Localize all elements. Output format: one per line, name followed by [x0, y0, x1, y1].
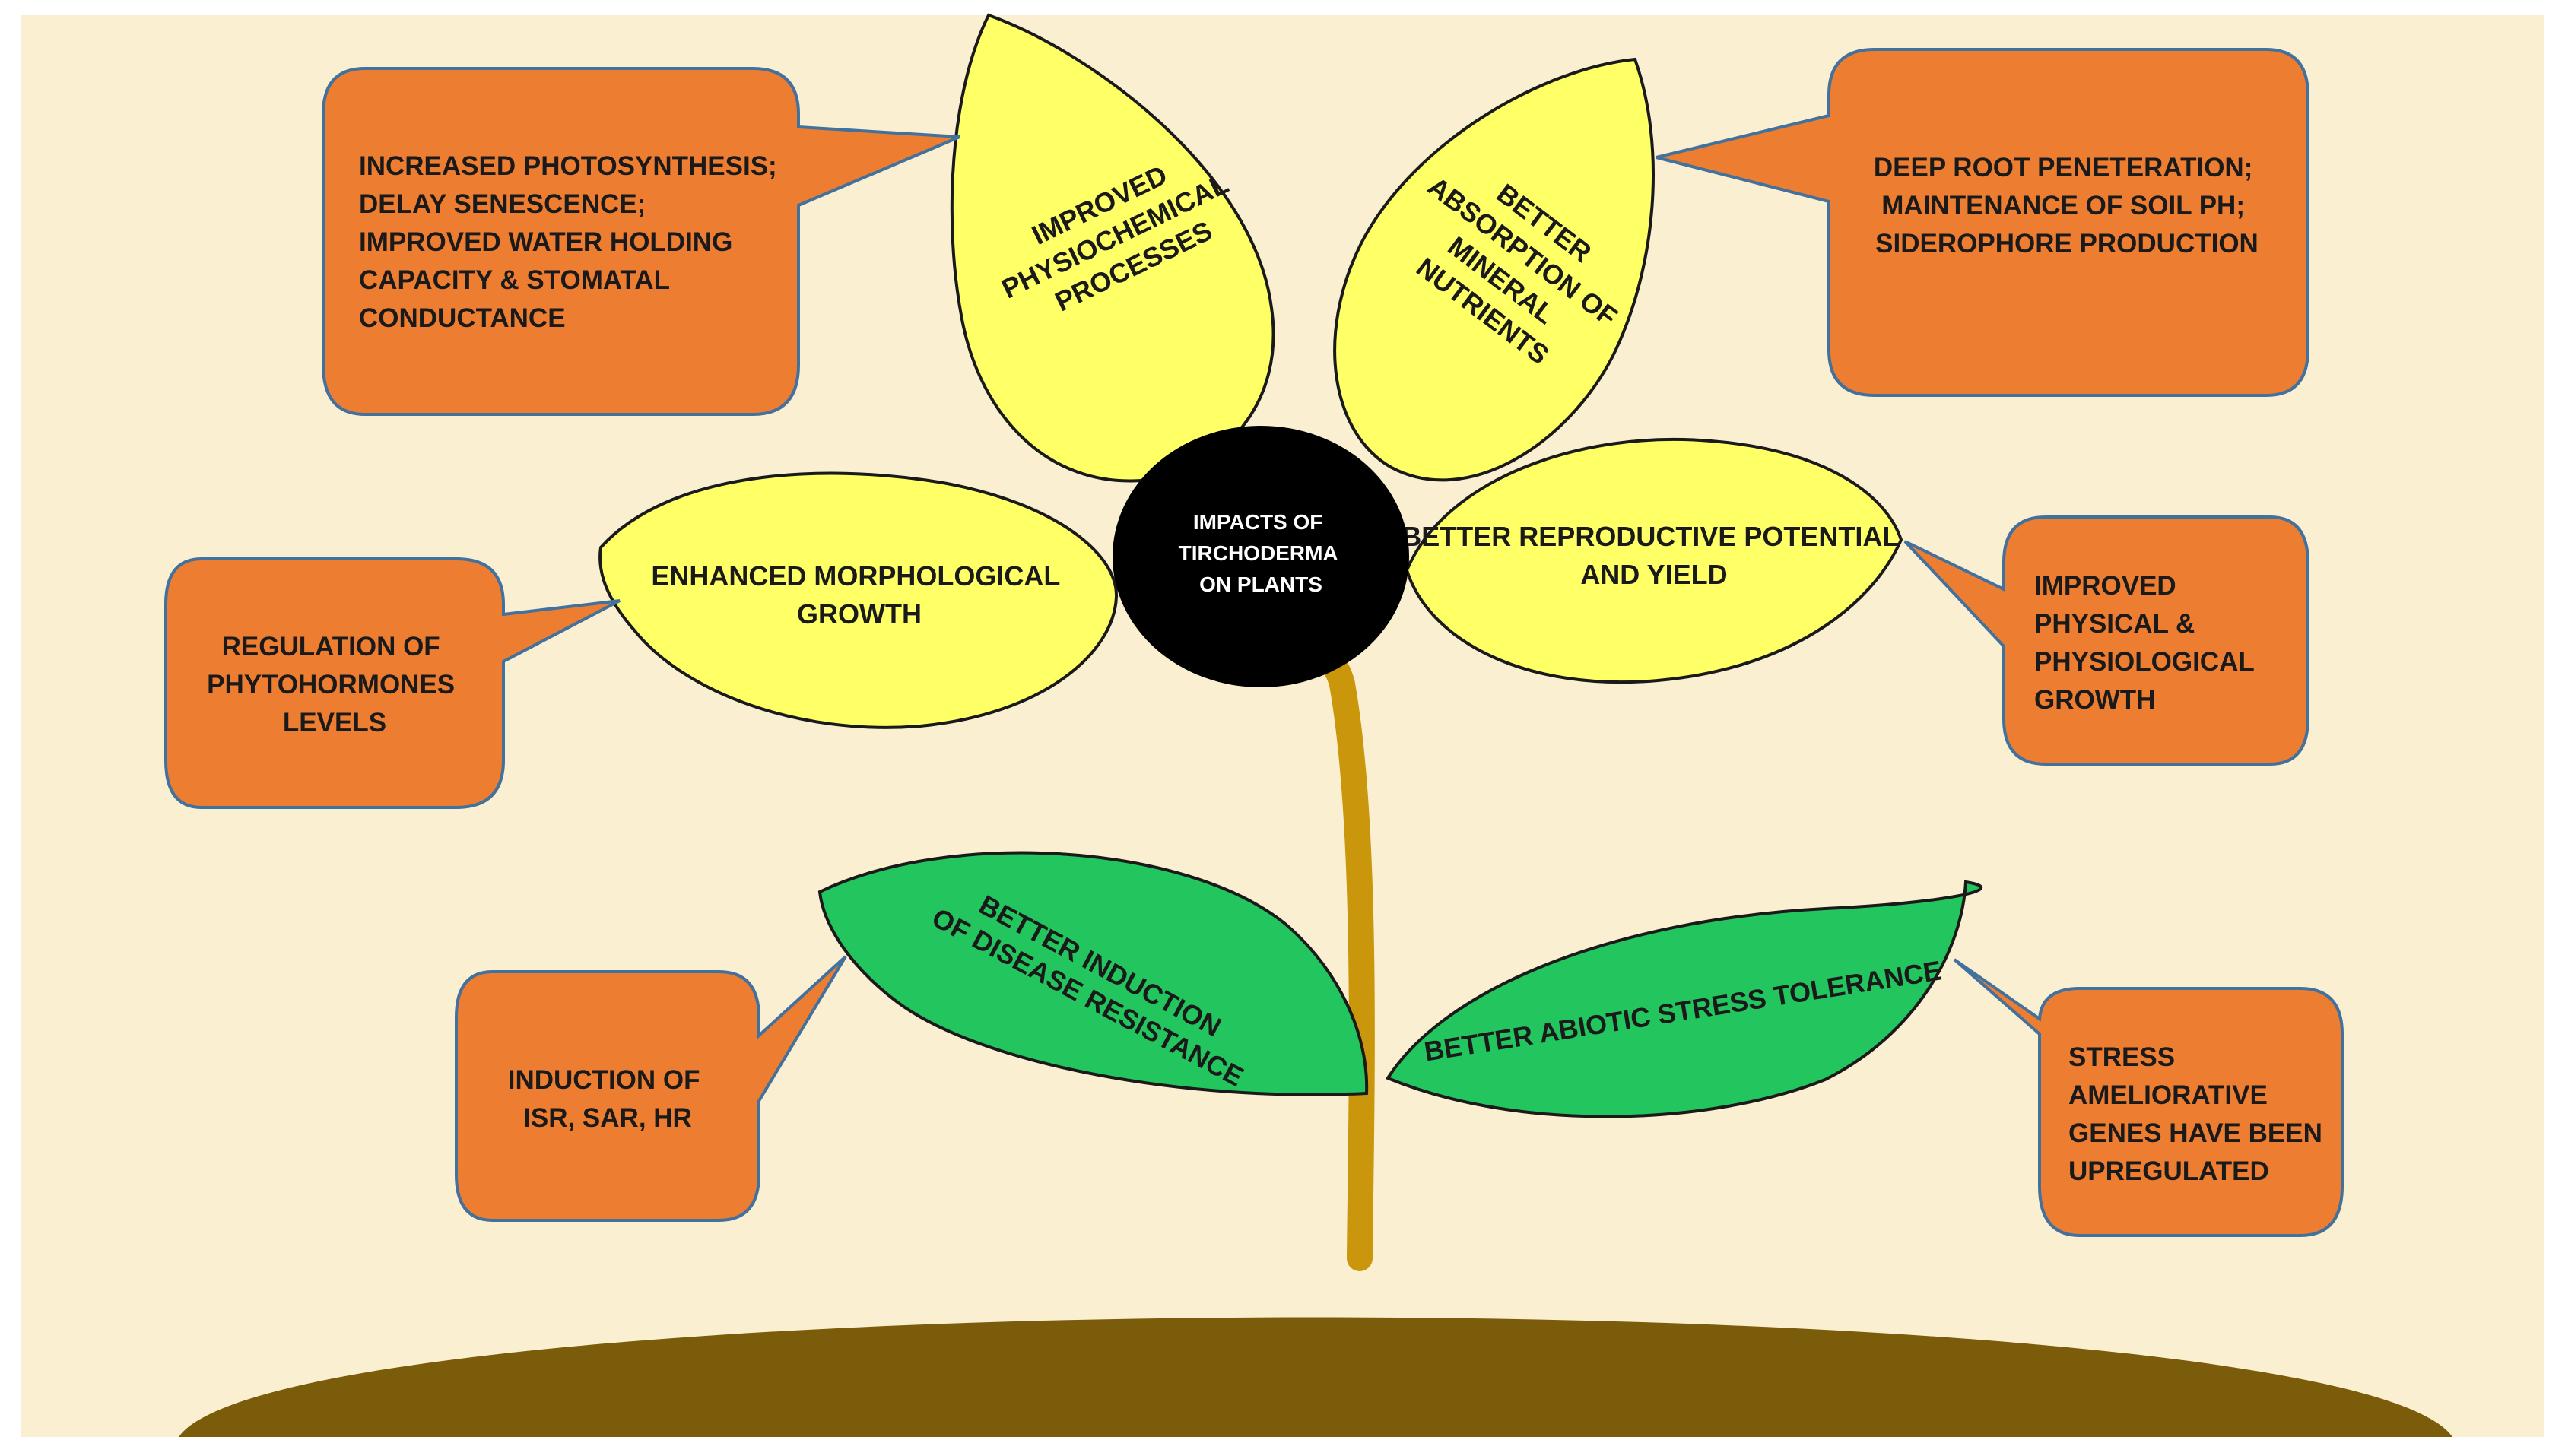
callout-isr-line-2: ISR, SAR, HR [523, 1103, 692, 1133]
callout-phytohormones-text: REGULATION OF PHYTOHORMONES LEVELS [207, 632, 462, 738]
callout-photosynthesis-line-4: CAPACITY & STOMATAL [359, 265, 670, 295]
callout-root: DEEP ROOT PENETERATION; MAINTENANCE OF S… [1656, 48, 2309, 397]
callout-root-text: DEEP ROOT PENETERATION; MAINTENANCE OF S… [1874, 153, 2260, 259]
callout-photosynthesis-line-1: INCREASED PHOTOSYNTHESIS; [359, 151, 777, 181]
petal-morphological-shape [598, 471, 1119, 729]
petal-reproductive-line-1: BETTER REPRODUCTIVE POTENTIAL [1402, 521, 1898, 552]
petal-reproductive-shape [1405, 437, 1903, 684]
callout-stress-genes-shape [1953, 958, 2344, 1237]
callout-photosynthesis: INCREASED PHOTOSYNTHESIS; DELAY SENESCEN… [322, 67, 960, 416]
petal-reproductive-line-2: AND YIELD [1580, 559, 1727, 590]
callout-physical-shape [1903, 515, 2309, 766]
callout-root-line-3: SIDEROPHORE PRODUCTION [1875, 229, 2259, 259]
callout-physical: IMPROVED PHYSICAL & PHYSIOLOGICAL GROWTH [1903, 515, 2309, 766]
leaf-disease-shape [817, 851, 1369, 1096]
callout-phytohormones: REGULATION OF PHYTOHORMONES LEVELS [164, 557, 621, 809]
petal-morphological-label: ENHANCED MORPHOLOGICAL GROWTH [651, 560, 1067, 630]
petal-mineral-shape [1333, 57, 1655, 482]
callout-root-shape [1656, 48, 2309, 397]
callout-physical-line-3: PHYSIOLOGICAL [2034, 647, 2254, 677]
petal-morphological-line-2: GROWTH [797, 598, 922, 630]
callout-root-line-2: MAINTENANCE OF SOIL PH; [1881, 191, 2245, 220]
callout-physical-text: IMPROVED PHYSICAL & PHYSIOLOGICAL GROWTH [2034, 571, 2262, 715]
callout-photosynthesis-text: INCREASED PHOTOSYNTHESIS; DELAY SENESCEN… [359, 151, 784, 333]
callout-phytohormones-line-2: PHYTOHORMONES [207, 670, 455, 699]
callout-isr: INDUCTION OF ISR, SAR, HR [455, 955, 847, 1222]
petal-mineral-label: BETTER ABSORPTION OF MINERAL NUTRIENTS [1379, 141, 1651, 394]
center-line-2: TIRCHODERMA [1179, 541, 1338, 565]
soil-mound [179, 1317, 2452, 1437]
callout-isr-text: INDUCTION OF ISR, SAR, HR [508, 1065, 708, 1133]
center-line-3: ON PLANTS [1199, 573, 1322, 596]
callout-stress-genes-text: STRESS AMELIORATIVE GENES HAVE BEEN UPRE… [2068, 1042, 2330, 1186]
petal-reproductive: BETTER REPRODUCTIVE POTENTIAL AND YIELD [1402, 437, 1906, 684]
callout-isr-line-1: INDUCTION OF [508, 1065, 700, 1095]
center-label: IMPACTS OF TIRCHODERMA ON PLANTS [1179, 510, 1344, 596]
flower-center-disc [1113, 426, 1409, 687]
callout-stress-genes-line-1: STRESS [2068, 1042, 2175, 1072]
callout-phytohormones-line-3: LEVELS [283, 708, 386, 738]
center-line-1: IMPACTS OF [1193, 510, 1323, 534]
callout-photosynthesis-shape [322, 67, 960, 416]
callout-physical-line-2: PHYSICAL & [2034, 609, 2195, 639]
callout-stress-genes-line-4: UPREGULATED [2068, 1156, 2269, 1186]
leaf-abiotic-shape [1386, 880, 1983, 1118]
petal-morphological: ENHANCED MORPHOLOGICAL GROWTH [598, 471, 1119, 729]
callout-physical-line-1: IMPROVED [2034, 571, 2176, 601]
callout-photosynthesis-line-2: DELAY SENESCENCE; [359, 189, 646, 219]
callout-photosynthesis-line-5: CONDUCTANCE [359, 303, 566, 333]
callout-stress-genes: STRESS AMELIORATIVE GENES HAVE BEEN UPRE… [1953, 958, 2344, 1237]
callout-stress-genes-line-2: AMELIORATIVE [2068, 1080, 2268, 1110]
petal-reproductive-label: BETTER REPRODUCTIVE POTENTIAL AND YIELD [1402, 521, 1906, 590]
leaf-abiotic-stress: BETTER ABIOTIC STRESS TOLERANCE [1386, 880, 1983, 1118]
callout-photosynthesis-line-3: IMPROVED WATER HOLDING [359, 227, 732, 257]
petal-mineral: BETTER ABSORPTION OF MINERAL NUTRIENTS [1333, 57, 1655, 482]
callout-stress-genes-line-3: GENES HAVE BEEN [2068, 1118, 2322, 1148]
flower-center: IMPACTS OF TIRCHODERMA ON PLANTS [1113, 426, 1409, 687]
callout-physical-line-4: GROWTH [2034, 685, 2155, 715]
callout-isr-shape [455, 955, 847, 1222]
callout-phytohormones-line-1: REGULATION OF [222, 632, 440, 661]
petal-physiochemical: IMPROVED PHYSIOCHEMICAL PROCESSES [950, 13, 1275, 483]
petal-morphological-line-1: ENHANCED MORPHOLOGICAL [651, 560, 1059, 592]
callout-root-line-1: DEEP ROOT PENETERATION; [1874, 153, 2252, 182]
leaf-disease-resistance: BETTER INDUCTION OF DISEASE RESISTANCE [817, 851, 1369, 1096]
callout-phytohormones-shape [164, 557, 621, 809]
